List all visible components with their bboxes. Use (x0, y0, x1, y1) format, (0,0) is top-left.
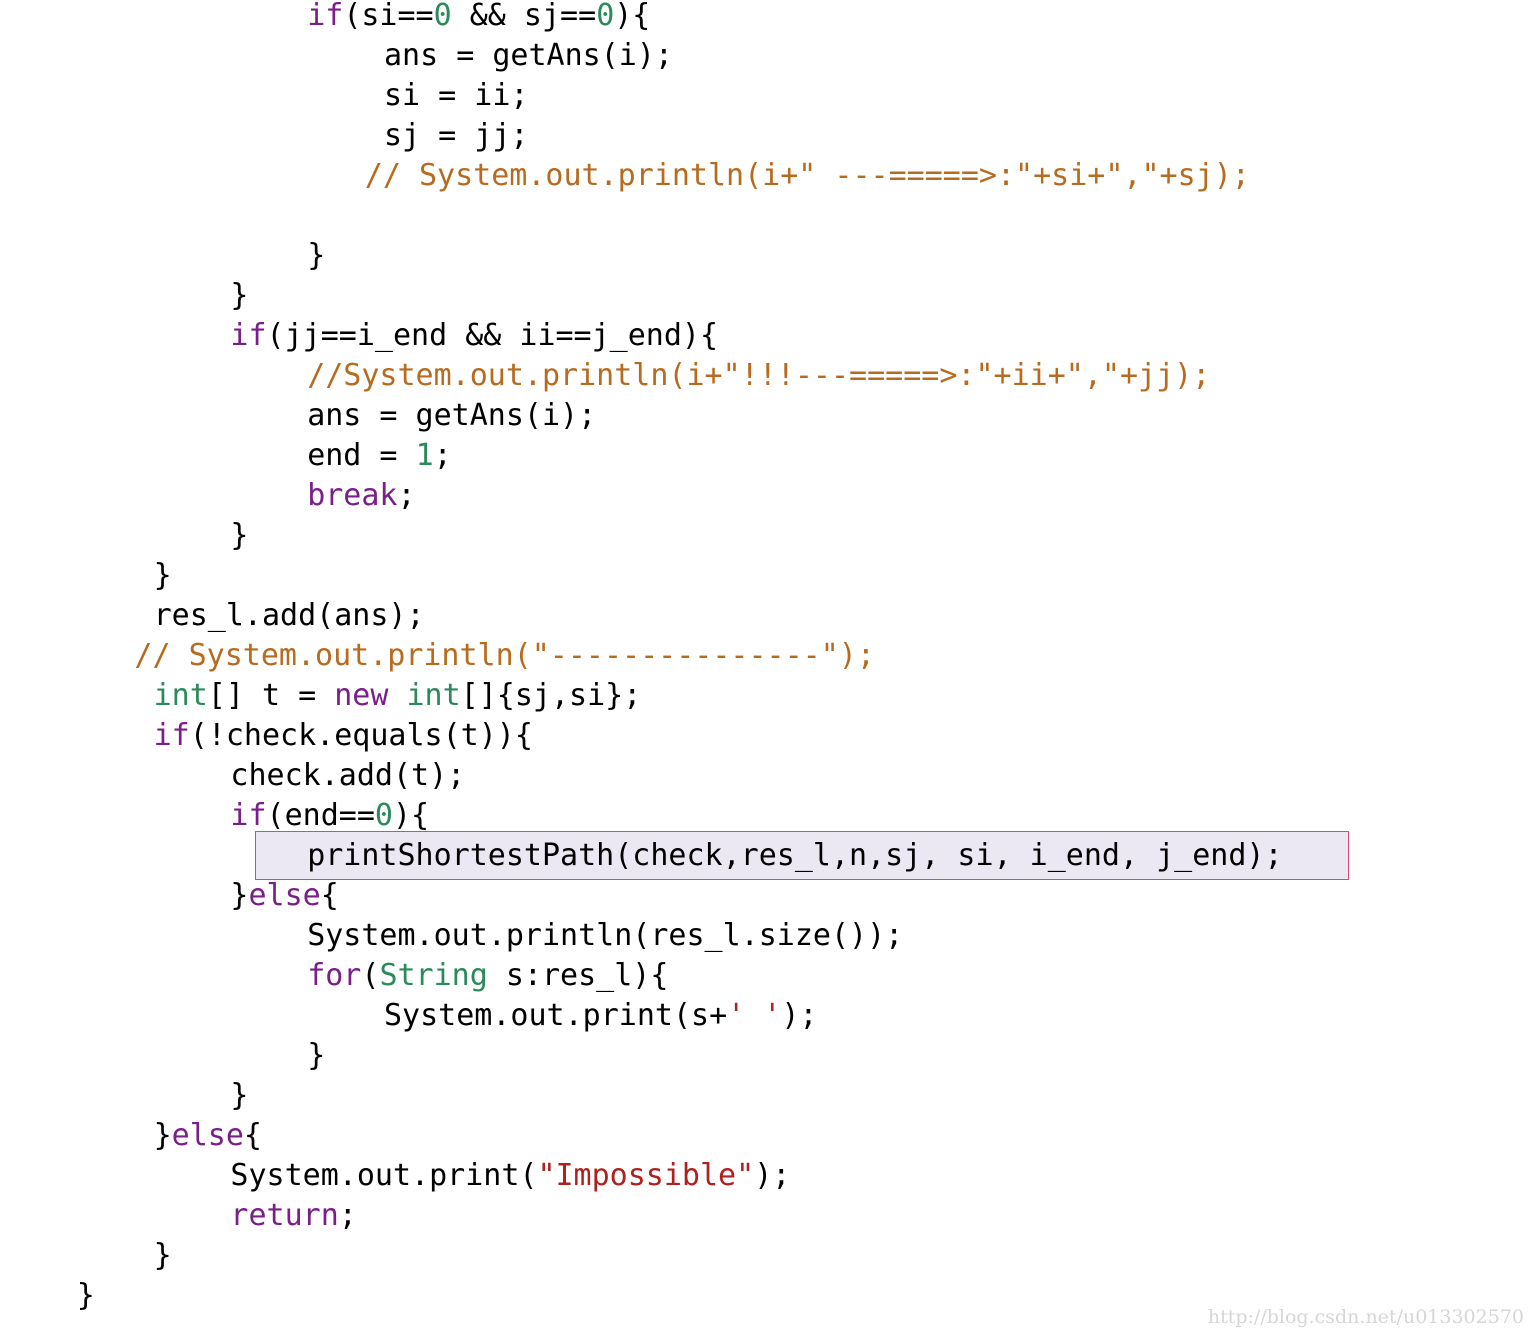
code-text: } (76, 1278, 95, 1313)
code-text: { (243, 1118, 262, 1153)
code-text: ; (397, 478, 416, 513)
code-text: printShortestPath(check,res_l,n,sj, si, … (307, 838, 1283, 873)
code-text: end = (307, 438, 416, 473)
code-line: } (307, 236, 325, 276)
comment-token: // System.out.println("---------------")… (134, 638, 875, 673)
code-line: System.out.print("Impossible"); (230, 1156, 790, 1196)
comment-token: // System.out.println(i+" ---=====>:"+si… (364, 158, 1250, 193)
keyword-token: else (248, 878, 321, 913)
code-text: { (320, 878, 339, 913)
code-line: int[] t = new int[]{sj,si}; (154, 676, 642, 716)
type-token: String (379, 958, 488, 993)
keyword-token: new (334, 678, 389, 713)
code-text: ){ (392, 798, 430, 833)
code-text: (si== (343, 0, 434, 33)
watermark-url: http://blog.csdn.net/u013302570 (1207, 1306, 1524, 1328)
code-text (388, 678, 406, 713)
code-line: if(!check.equals(t)){ (154, 716, 533, 756)
code-text: [] t = (207, 678, 335, 713)
type-token: int (406, 678, 461, 713)
code-line: return; (230, 1196, 356, 1236)
code-line: } (230, 516, 248, 556)
keyword-token: break (307, 478, 398, 513)
number-token: 1 (415, 438, 434, 473)
code-text: ); (781, 998, 818, 1033)
code-line: } (230, 1076, 248, 1116)
code-text: } (230, 278, 249, 313)
code-text: } (153, 1238, 172, 1273)
code-line: check.add(t); (230, 756, 465, 796)
string-token: ' ' (727, 998, 782, 1033)
code-text: ( (361, 958, 380, 993)
code-line: sj = jj; (384, 116, 529, 156)
code-text: } (230, 1078, 249, 1113)
code-text: check.add(t); (230, 758, 466, 793)
code-text: []{sj,si}; (460, 678, 642, 713)
code-text: } (153, 558, 172, 593)
code-text: System.out.print(s+ (384, 998, 728, 1033)
highlighted-line-box (255, 831, 1349, 880)
code-line: if(end==0){ (230, 796, 429, 836)
code-text: ans = getAns(i); (307, 398, 597, 433)
code-line: si = ii; (384, 76, 529, 116)
code-line: for(String s:res_l){ (307, 956, 668, 996)
number-token: 0 (596, 0, 615, 33)
code-line: ans = getAns(i); (384, 36, 673, 76)
keyword-token: if (153, 718, 190, 753)
code-line: System.out.print(s+' '); (384, 996, 817, 1036)
code-text: ); (754, 1158, 791, 1193)
code-line: if(jj==i_end && ii==j_end){ (230, 316, 718, 356)
code-line: res_l.add(ans); (154, 596, 425, 636)
code-line: } (230, 276, 248, 316)
code-text: System.out.println(res_l.size()); (307, 918, 904, 953)
code-text: (!check.equals(t)){ (189, 718, 533, 753)
code-line-highlighted: printShortestPath(check,res_l,n,sj, si, … (307, 836, 1282, 876)
string-token: "Impossible" (537, 1158, 755, 1193)
code-text: ){ (614, 0, 651, 33)
keyword-token: for (307, 958, 362, 993)
code-line: // System.out.println("---------------")… (134, 636, 875, 676)
code-line: } (154, 556, 172, 596)
code-line: System.out.println(res_l.size()); (307, 916, 903, 956)
code-text: System.out.print( (230, 1158, 538, 1193)
code-text: } (153, 1118, 172, 1153)
code-line: } (154, 1236, 172, 1276)
code-text: (jj==i_end && ii==j_end){ (266, 318, 719, 353)
keyword-token: else (171, 1118, 244, 1153)
code-line: }else{ (154, 1116, 262, 1156)
code-text: } (230, 518, 249, 553)
code-text: s:res_l){ (487, 958, 669, 993)
code-line: if(si==0 && sj==0){ (307, 0, 650, 36)
comment-token: //System.out.println(i+"!!!---=====>:"+i… (307, 358, 1211, 393)
code-line: // System.out.println(i+" ---=====>:"+si… (365, 156, 1250, 196)
code-line: end = 1; (307, 436, 452, 476)
keyword-token: if (307, 0, 344, 33)
code-text: sj = jj; (384, 118, 529, 153)
keyword-token: if (230, 318, 267, 353)
code-line: ans = getAns(i); (307, 396, 596, 436)
code-text: ans = getAns(i); (384, 38, 673, 73)
type-token: int (153, 678, 208, 713)
code-line: } (307, 1036, 325, 1076)
code-text: si = ii; (384, 78, 529, 113)
code-text: (end== (266, 798, 375, 833)
number-token: 0 (433, 0, 452, 33)
code-text: res_l.add(ans); (153, 598, 425, 633)
code-line: }else{ (230, 876, 338, 916)
code-text: ; (338, 1198, 357, 1233)
keyword-token: if (230, 798, 267, 833)
number-token: 0 (374, 798, 393, 833)
code-text: } (307, 238, 326, 273)
code-text: } (307, 1038, 326, 1073)
code-text: && sj== (451, 0, 597, 33)
code-line: } (77, 1276, 95, 1316)
keyword-token: return (230, 1198, 339, 1233)
code-text: } (230, 878, 249, 913)
code-line: break; (307, 476, 415, 516)
code-text: ; (433, 438, 452, 473)
code-line: //System.out.println(i+"!!!---=====>:"+i… (307, 356, 1210, 396)
